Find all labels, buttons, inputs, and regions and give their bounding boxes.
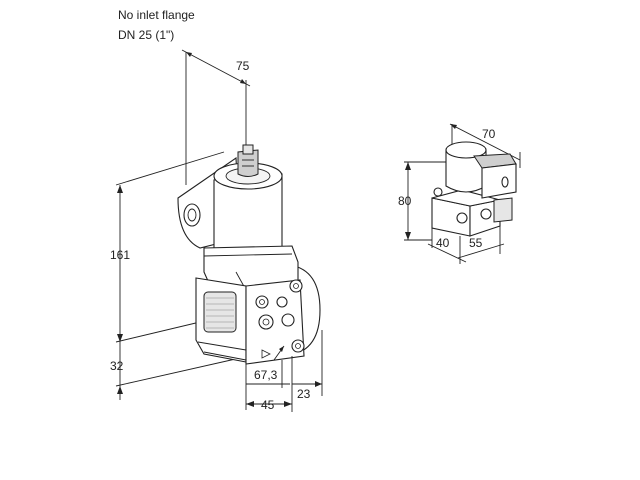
- small-valve-view: 70 80 40: [398, 123, 521, 264]
- small-port-3: [433, 187, 443, 197]
- dim-45-label: 45: [261, 398, 275, 412]
- small-port-2: [480, 208, 492, 220]
- dimension-75: 75: [181, 49, 251, 185]
- dimension-70: 70: [449, 123, 521, 168]
- dim-32-label: 32: [110, 359, 124, 373]
- dim-55-label: 55: [469, 236, 483, 250]
- dim-75-label: 75: [236, 59, 250, 73]
- small-coil-top: [445, 141, 487, 159]
- connector-plug: [237, 149, 259, 177]
- dim-161-label: 161: [110, 248, 130, 262]
- flow-arrow-icon: [261, 349, 271, 359]
- dimension-40-55: 40 55: [427, 226, 505, 264]
- header-dn-size: DN 25 (1"): [118, 28, 174, 42]
- dimension-161: 161: [110, 151, 225, 343]
- dim-40-label: 40: [436, 236, 450, 250]
- dimension-23: 23: [292, 330, 323, 401]
- header-no-inlet-flange: No inlet flange: [118, 8, 195, 22]
- dim-70-label: 70: [482, 127, 496, 141]
- small-connector-box: [481, 163, 517, 199]
- main-valve-view: 75 161 32: [110, 49, 323, 412]
- dim-23-label: 23: [297, 387, 311, 401]
- port-upper-right: [276, 296, 288, 308]
- port-middle-right: [281, 313, 295, 327]
- dimension-67-3: 67,3: [245, 360, 290, 410]
- connector-cap: [242, 144, 254, 155]
- dimension-32: 32: [110, 342, 241, 400]
- dim-80-label: 80: [398, 194, 412, 208]
- small-fitting: [493, 197, 513, 223]
- dim-67-3-label: 67,3: [254, 368, 278, 382]
- small-port-1: [456, 212, 468, 224]
- dimension-80: 80: [398, 161, 446, 241]
